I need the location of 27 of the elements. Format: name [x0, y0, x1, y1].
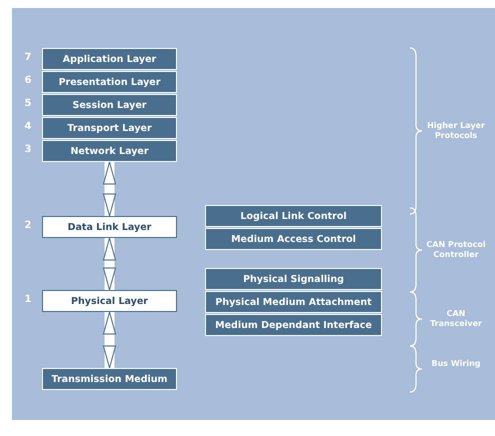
layer-box: Presentation Layer	[42, 71, 177, 93]
bracket-label: CAN Protocol Controller	[425, 240, 487, 260]
layer-box: Medium Access Control	[205, 228, 382, 250]
layer-number: 6	[24, 75, 32, 86]
layer-box: Physical Signalling	[205, 268, 382, 290]
bracket-label: CAN Transceiver	[429, 309, 483, 329]
layer-number: 1	[24, 294, 32, 305]
layer-box: Data Link Layer	[42, 216, 177, 238]
layer-box: Transmission Medium	[42, 368, 177, 390]
bracket-label: Higher Layer Protocols	[426, 121, 486, 141]
layer-box: Network Layer	[42, 140, 177, 162]
double-arrow	[103, 312, 116, 368]
layer-box: Session Layer	[42, 94, 177, 116]
bracket-label: Bus Wiring	[430, 359, 482, 369]
layer-number: 4	[24, 121, 32, 132]
layer-box: Medium Dependant Interface	[205, 314, 382, 336]
layer-box: Transport Layer	[42, 117, 177, 139]
double-arrow	[103, 238, 116, 290]
layer-box: Application Layer	[42, 48, 177, 70]
layer-number: 7	[24, 52, 32, 63]
layer-number: 2	[24, 220, 32, 231]
layer-box: Physical Layer	[42, 290, 177, 312]
layer-box: Physical Medium Attachment	[205, 291, 382, 313]
layer-number: 3	[24, 144, 32, 155]
layer-number: 5	[24, 98, 32, 109]
layer-box: Logical Link Control	[205, 205, 382, 227]
double-arrow	[103, 162, 116, 216]
